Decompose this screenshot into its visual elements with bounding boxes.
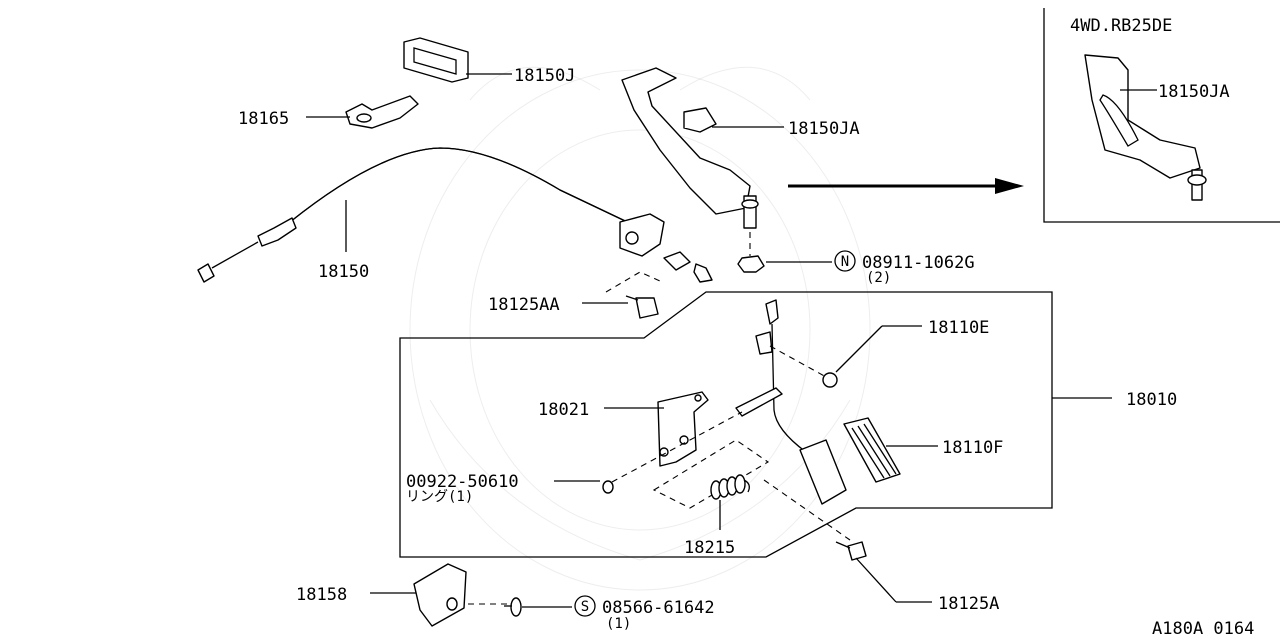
part-ring-drawing <box>602 480 614 494</box>
screw-symbol-letter: S <box>581 599 589 615</box>
nut-symbol-letter: N <box>841 254 849 270</box>
part-18165-drawing <box>345 95 419 129</box>
part-18150J-drawing <box>403 37 469 83</box>
label-screw-qty: (1) <box>606 616 631 632</box>
inset-4wd: 4WD.RB25DE 18150JA <box>1043 8 1280 223</box>
part-nut-drawing <box>737 255 765 273</box>
part-18215-spring-drawing <box>710 474 750 500</box>
part-18125AA-bolt-drawing <box>625 295 659 319</box>
part-18150JA-bracket-drawing <box>621 67 759 229</box>
part-18150-cable-drawing <box>197 147 713 283</box>
label-18125A: 18125A <box>938 594 999 614</box>
part-18110E-drawing <box>822 372 838 388</box>
inset-part-label: 18150JA <box>1158 82 1230 102</box>
screw-symbol: S <box>574 595 596 617</box>
part-screw-drawing <box>504 597 522 617</box>
label-18150JA: 18150JA <box>788 119 860 139</box>
label-18165: 18165 <box>238 109 289 129</box>
arrow-to-inset <box>788 178 1024 194</box>
label-18110E: 18110E <box>928 318 989 338</box>
diagram-code: A180A 0164 <box>1152 619 1254 638</box>
label-screw-number: 08566-61642 <box>602 598 715 618</box>
label-18158: 18158 <box>296 585 347 605</box>
label-18125AA: 18125AA <box>488 295 560 315</box>
label-18150J: 18150J <box>514 66 575 86</box>
label-18010: 18010 <box>1126 390 1177 410</box>
label-18150: 18150 <box>318 262 369 282</box>
label-nut-number: 08911-1062G <box>862 253 975 273</box>
assembly-18010-boundary <box>399 291 1053 558</box>
nut-symbol: N <box>834 250 856 272</box>
inset-bracket-drawing <box>1084 54 1207 201</box>
label-ring-note: リング(1) <box>406 489 473 505</box>
label-18021: 18021 <box>538 400 589 420</box>
label-ring-number: 00922-50610 <box>406 472 519 492</box>
part-pedal-lever-drawing <box>735 299 847 505</box>
label-18110F: 18110F <box>942 438 1003 458</box>
label-nut-qty: (2) <box>866 270 891 286</box>
watermark-emblem <box>409 66 871 591</box>
part-18158-drawing <box>413 563 467 627</box>
part-18110F-drawing <box>843 417 901 483</box>
label-18215: 18215 <box>684 538 735 558</box>
part-18125A-bolt-drawing <box>835 541 867 561</box>
inset-title: 4WD.RB25DE <box>1070 16 1172 36</box>
part-18021-drawing <box>657 391 709 467</box>
